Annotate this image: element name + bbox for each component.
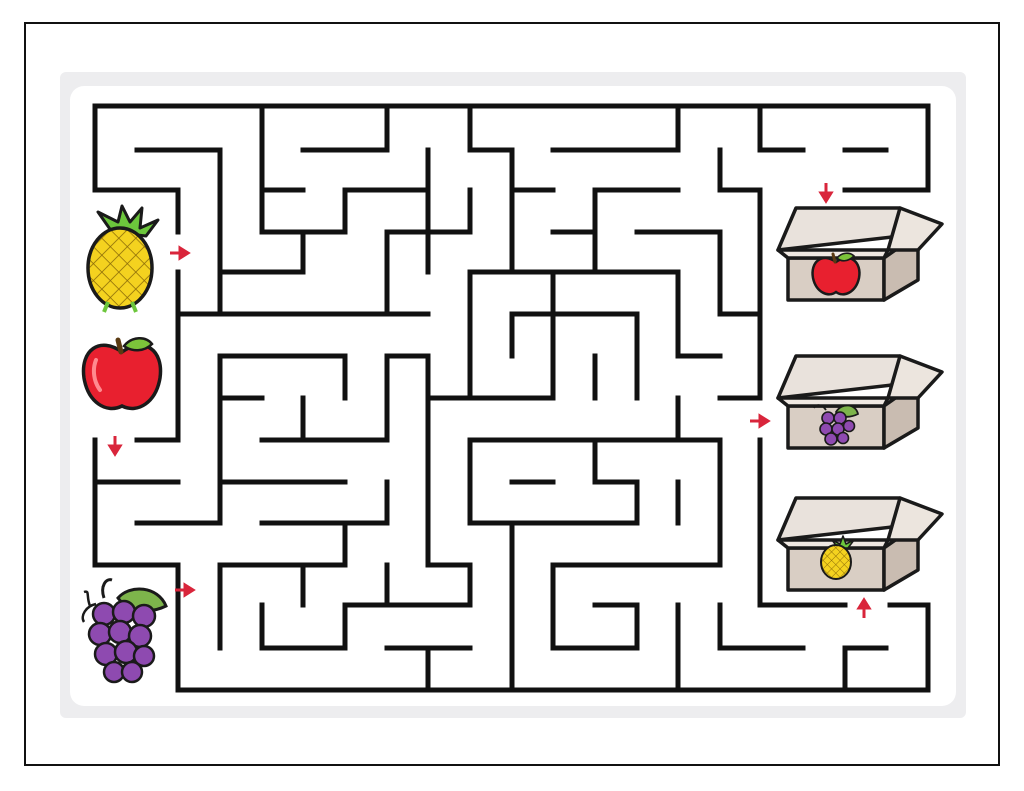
apple-icon (81, 337, 163, 411)
grapes-icon (81, 578, 168, 684)
end-arrow-apple-box (818, 183, 834, 204)
maze-walls (92, 103, 931, 693)
start-arrow-apple (107, 436, 123, 457)
end-arrow-pineapple-box (856, 597, 872, 618)
start-arrow-grapes (175, 582, 196, 598)
box-pineapple-icon (820, 535, 855, 580)
pineapple-icon (86, 204, 160, 313)
box-apple-icon (811, 252, 861, 296)
box-apple (776, 206, 944, 302)
box-pineapple (776, 496, 944, 592)
box-grapes-icon (813, 404, 860, 446)
end-arrow-grapes-box (750, 413, 771, 429)
start-arrow-pineapple (170, 245, 191, 261)
box-grapes (776, 354, 944, 450)
page-frame (24, 22, 1000, 766)
